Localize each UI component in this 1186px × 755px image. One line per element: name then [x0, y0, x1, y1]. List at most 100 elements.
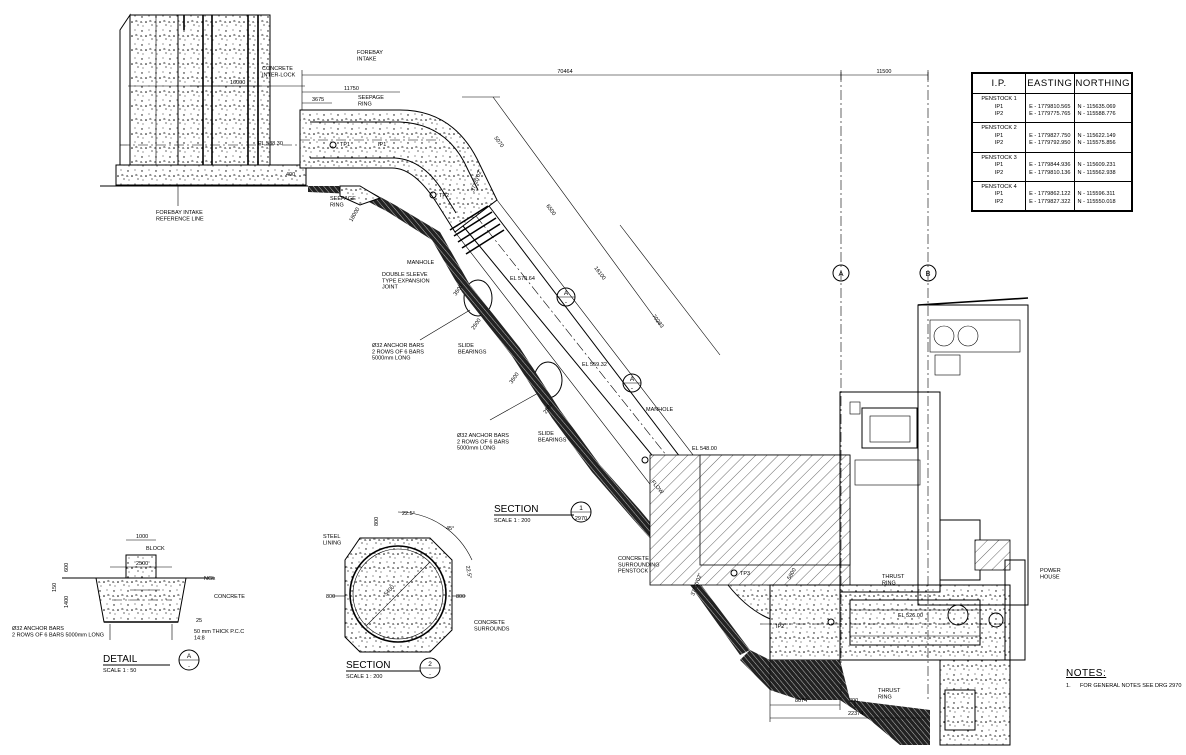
dim-400: 400	[286, 172, 295, 178]
sec-dim-800-left: 800	[326, 594, 335, 600]
label-block: BLOCK	[146, 546, 165, 552]
det-dim-150: 150	[52, 583, 58, 592]
elev-559: EL 559.32	[582, 362, 607, 368]
svg-text:2970: 2970	[575, 516, 587, 522]
dimension-lines	[190, 70, 929, 722]
dim-11500: 11500	[877, 69, 892, 75]
point-ip1: IP1	[378, 142, 386, 148]
det-dim-1000: 1000	[136, 534, 148, 540]
dim-8074: 8074	[795, 698, 807, 704]
dim-5070: 5070	[492, 136, 504, 149]
dim-18000: 18000	[349, 207, 362, 223]
dim-3500b: 3500	[509, 372, 521, 385]
dim-11750: 11750	[344, 86, 359, 92]
dim-16100: 16100	[592, 266, 606, 282]
point-tp3: TP3	[740, 571, 750, 577]
northing-value: N - 115635.069	[1077, 103, 1116, 110]
table-row: PENSTOCK 1 IP1 IP2 E - 1779810.565 E - 1…	[971, 92, 1132, 124]
section-1-title: SECTION SCALE 1 : 200 1 2970	[494, 501, 592, 524]
elev-570: EL 570.64	[510, 276, 535, 282]
dim-5800: 5800	[787, 567, 798, 581]
dim-22374: 22374	[848, 711, 863, 717]
dim-6500: 6500	[544, 204, 556, 217]
sec-marker-a2: A	[630, 376, 635, 383]
table-row: PENSTOCK 2 IP1 IP2 E - 1779827.750 E - 1…	[971, 122, 1132, 153]
label-manhole-1: MANHOLE	[407, 260, 435, 266]
sec-dim-800-right: 800	[456, 594, 465, 600]
sec-angle-45: 45°	[446, 526, 454, 532]
det-dim-1400: 1400	[64, 596, 70, 608]
section-2-scale: SCALE 1 : 200	[346, 674, 382, 680]
penstock-upper-bend	[299, 109, 498, 233]
dim-2500b: 2500	[543, 402, 555, 415]
notes-block: NOTES: 1. FOR GENERAL NOTES SEE DRG 2970	[1066, 668, 1181, 689]
dim-3675: 3675	[312, 97, 324, 103]
dim-70283: 70283	[650, 314, 664, 330]
forebay-intake-structure	[100, 13, 330, 206]
label-ngl: NGL	[204, 576, 215, 582]
ip-coordinates-table: I.P. EASTING NORTHING PENSTOCK 1 IP1 IP2…	[971, 72, 1133, 212]
detail-scale: SCALE 1 : 50	[103, 668, 136, 674]
penstock-name: PENSTOCK 2	[981, 125, 1017, 132]
header-northing: NORTHING	[1073, 73, 1132, 94]
point-tp2: TP2	[439, 193, 449, 199]
sec-dim-800-top: 800	[374, 517, 380, 526]
elev-548: EL 548.00	[692, 446, 717, 452]
point-ip2: IP2	[776, 624, 784, 630]
header-ip: I.P.	[971, 73, 1027, 94]
svg-text:-: -	[631, 385, 633, 392]
detail-a-drawing: 1000 2500 600 150 1400 25 BLOCK NGL CONC…	[12, 534, 245, 674]
table-row: PENSTOCK 3 IP1 IP2 E - 1779844.936 E - 1…	[971, 151, 1132, 182]
svg-text:A: A	[187, 653, 192, 660]
sec-marker-a1: A	[564, 290, 569, 297]
table-row: PENSTOCK 4 IP1 IP2 E - 1779862.122 E - 1…	[971, 180, 1132, 212]
svg-text:2: 2	[428, 661, 432, 668]
sec-angle-22a: 22.5°	[402, 511, 415, 517]
dim-800: 800	[849, 698, 858, 704]
grid-lines: A B	[832, 72, 937, 700]
point-tp1: TP1	[340, 142, 350, 148]
note-item: 1. FOR GENERAL NOTES SEE DRG 2970	[1066, 683, 1182, 689]
manhole-grating	[449, 205, 505, 255]
det-dim-600: 600	[64, 563, 70, 572]
sec-angle-22b: 22.5°	[464, 565, 472, 579]
notes-title: NOTES:	[1066, 668, 1107, 679]
section-1-label: SECTION	[494, 504, 538, 515]
svg-text:-: -	[429, 672, 431, 678]
section-callouts: A - A -	[556, 287, 642, 393]
dim-2500a: 2500	[471, 318, 483, 331]
lower-bend-foundation	[649, 454, 1011, 746]
det-dim-2500: 2500	[136, 561, 148, 567]
svg-text:-: -	[188, 664, 190, 670]
grid-marker-b: B	[925, 269, 930, 278]
ground-profile	[308, 185, 750, 655]
table-header-row: I.P. EASTING NORTHING	[971, 73, 1132, 94]
dim-16000: 16000	[230, 80, 245, 86]
dim-70464: 70464	[557, 69, 572, 75]
det-dim-25: 25	[196, 618, 202, 624]
elev-526: EL 526.00	[898, 613, 923, 619]
elev-588: EL 588.30	[258, 141, 283, 147]
grid-marker-a: A	[838, 269, 843, 278]
label-manhole-2: MANHOLE	[646, 407, 674, 413]
svg-text:-: -	[565, 299, 567, 306]
easting-value: E - 1779810.565	[1029, 103, 1071, 110]
